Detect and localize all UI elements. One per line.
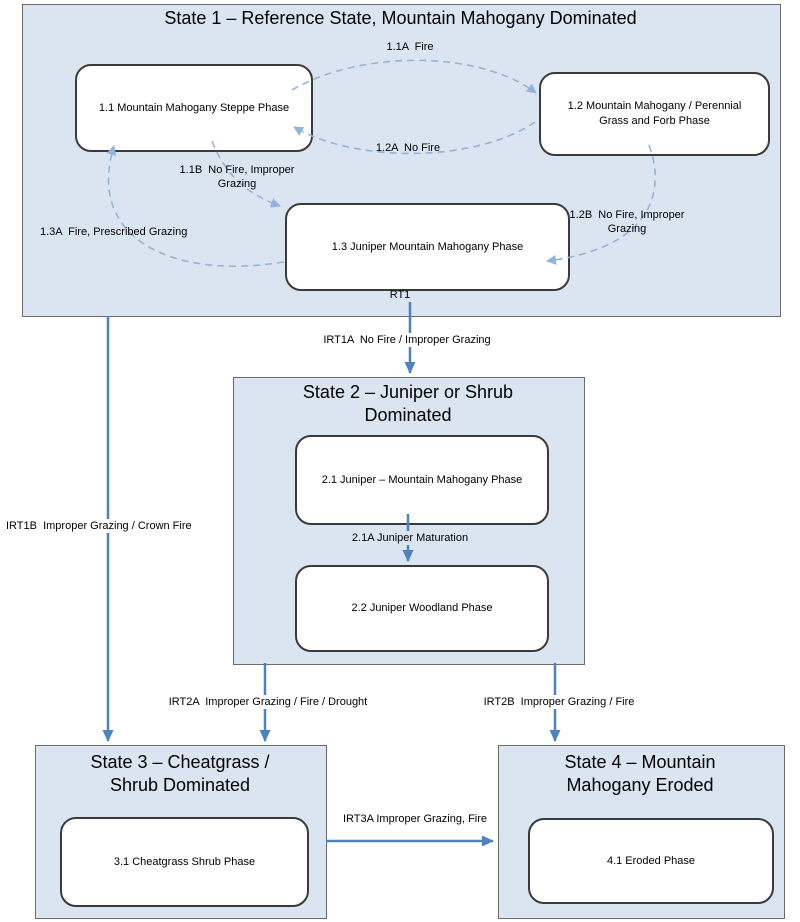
state1-title: State 1 – Reference State, Mountain Maho… (164, 8, 637, 28)
phase-1-1-box: 1.1 Mountain Mahogany Steppe Phase (75, 64, 313, 152)
phase-4-1-box: 4.1 Eroded Phase (528, 818, 774, 904)
label-RT1: RT1 (389, 289, 411, 301)
phase-2-1-box: 2.1 Juniper – Mountain Mahogany Phase (295, 435, 549, 525)
label-1-1B: 1.1B No Fire, Improper Grazing (179, 164, 295, 191)
label-IRT2B: IRT2B Improper Grazing / Fire (465, 695, 653, 710)
label-IRT1A: IRT1A No Fire / Improper Grazing (288, 333, 526, 348)
phase-3-1-label: 3.1 Cheatgrass Shrub Phase (113, 855, 256, 868)
label-IRT3A: IRT3A Improper Grazing, Fire (342, 813, 488, 825)
label-IRT2A: IRT2A Improper Grazing / Fire / Drought (146, 695, 390, 710)
phase-3-1-box: 3.1 Cheatgrass Shrub Phase (60, 817, 309, 907)
label-1-2B: 1.2B No Fire, Improper Grazing (569, 209, 685, 236)
label-1-3A: 1.3A Fire, Prescribed Grazing (40, 226, 188, 238)
label-2-1A: 2.1A Juniper Maturation (328, 531, 492, 546)
state2-title: State 2 – Juniper or Shrub Dominated (302, 382, 514, 426)
phase-4-1-label: 4.1 Eroded Phase (606, 854, 696, 867)
state4-title: State 4 – Mountain Mahogany Eroded (564, 752, 716, 796)
state3-title: State 3 – Cheatgrass / Shrub Dominated (90, 752, 270, 796)
phase-1-2-box: 1.2 Mountain Mahogany / Perennial Grass … (539, 72, 770, 156)
phase-2-1-label: 2.1 Juniper – Mountain Mahogany Phase (321, 473, 523, 486)
phase-2-2-label: 2.2 Juniper Woodland Phase (351, 602, 493, 615)
label-IRT1B: IRT1B Improper Grazing / Crown Fire (4, 519, 224, 534)
phase-1-3-label: 1.3 Juniper Mountain Mahogany Phase (331, 240, 524, 253)
phase-1-2-label: 1.2 Mountain Mahogany / Perennial Grass … (567, 100, 742, 127)
label-1-1A: 1.1A Fire (386, 41, 434, 53)
phase-1-3-box: 1.3 Juniper Mountain Mahogany Phase (285, 203, 570, 291)
label-1-2A: 1.2A No Fire (375, 142, 441, 154)
phase-2-2-box: 2.2 Juniper Woodland Phase (295, 565, 549, 652)
phase-1-1-label: 1.1 Mountain Mahogany Steppe Phase (98, 101, 290, 114)
